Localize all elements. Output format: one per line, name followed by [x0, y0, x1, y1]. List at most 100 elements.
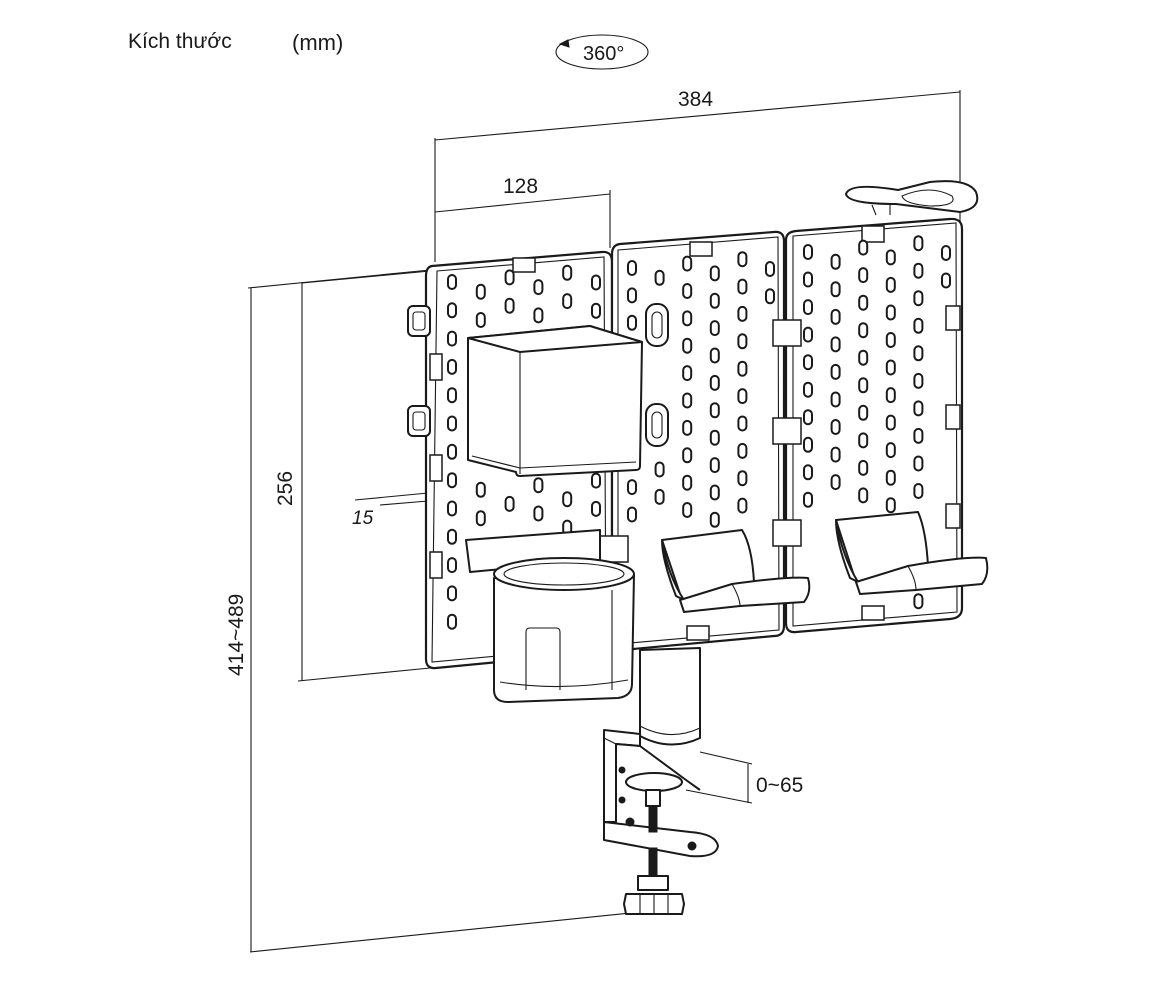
peg-hole — [858, 322, 869, 339]
peg-hole — [447, 387, 457, 404]
peg-hole — [913, 483, 924, 499]
peg-hole — [447, 500, 457, 517]
peg-hole — [830, 336, 841, 353]
peg-hole — [709, 457, 720, 474]
peg-hole — [737, 388, 748, 405]
peg-hole — [654, 488, 665, 505]
peg-hole — [627, 506, 637, 523]
peg-hole — [533, 279, 544, 296]
peg-hole — [682, 365, 693, 382]
peg-hole — [913, 262, 924, 279]
peg-hole — [885, 469, 896, 486]
peg-hole — [709, 484, 720, 501]
peg-hole — [737, 497, 748, 514]
unit-label: (mm) — [292, 30, 343, 55]
peg-hole — [941, 272, 951, 289]
peg-hole — [591, 500, 601, 517]
peg-hole — [737, 333, 748, 350]
peg-hole — [803, 436, 813, 453]
clamp-range-label: 0~65 — [756, 774, 803, 797]
total-width-label: 384 — [678, 88, 713, 111]
peg-hole — [885, 414, 896, 431]
peg-hole — [830, 391, 841, 408]
phone-holder — [661, 529, 811, 613]
peg-hole — [627, 314, 637, 331]
peg-hole — [682, 283, 693, 299]
panel-connectors — [429, 225, 961, 641]
peg-hole — [830, 446, 841, 463]
peg-hole — [447, 274, 457, 290]
peg-hole — [709, 265, 720, 282]
cable-clip — [645, 403, 669, 447]
peg-hole — [682, 502, 693, 518]
storage-box — [467, 325, 643, 477]
peg-hole — [885, 332, 896, 348]
peg-hole — [913, 455, 924, 472]
peg-hole — [913, 235, 924, 252]
peg-hole — [504, 297, 515, 314]
peg-hole — [627, 479, 637, 496]
peg-hole — [447, 613, 457, 630]
peg-hole — [533, 307, 544, 324]
peg-hole — [858, 239, 869, 256]
peg-hole — [858, 432, 869, 449]
peg-hole — [803, 244, 813, 260]
peg-hole — [858, 459, 869, 476]
peg-hole — [562, 491, 573, 508]
peg-hole — [447, 443, 457, 460]
peg-hole — [533, 477, 544, 494]
peg-hole — [830, 253, 841, 270]
peg-hole — [737, 470, 748, 487]
peg-hole — [803, 491, 813, 508]
peg-hole — [803, 464, 813, 481]
peg-hole — [591, 472, 601, 489]
peg-hole — [447, 302, 457, 319]
peg-hole — [830, 474, 841, 491]
peg-hole — [858, 349, 869, 366]
peg-hole — [627, 260, 637, 276]
peg-hole — [737, 415, 748, 432]
panel-height-label: 256 — [274, 471, 297, 506]
peg-hole — [504, 269, 515, 286]
peg-hole — [682, 447, 693, 464]
peg-hole — [830, 419, 841, 435]
tilt-label: 15 — [352, 508, 374, 529]
peg-hole — [447, 585, 457, 602]
peg-hole — [682, 474, 693, 491]
peg-hole — [682, 392, 693, 409]
peg-hole — [591, 302, 601, 319]
peg-hole — [682, 337, 693, 354]
peg-hole — [830, 308, 841, 325]
peg-hole — [803, 354, 813, 371]
title-label: Kích thước — [128, 30, 232, 53]
peg-hole — [803, 326, 813, 343]
total-height-label: 414~489 — [225, 594, 248, 676]
peg-hole — [475, 481, 486, 498]
peg-hole — [709, 511, 720, 528]
peg-hole — [913, 400, 924, 417]
peg-hole — [765, 261, 775, 277]
peg-hole — [885, 249, 896, 266]
peg-hole — [830, 281, 841, 298]
peg-hole — [941, 245, 951, 261]
peg-hole — [709, 374, 720, 391]
peg-hole — [913, 427, 924, 444]
peg-hole — [447, 472, 457, 489]
peg-hole — [737, 442, 748, 459]
peg-hole — [885, 387, 896, 404]
peg-hole — [737, 278, 748, 295]
dimension-total-height: 414~489 — [225, 269, 641, 953]
peg-hole — [913, 593, 924, 610]
rotation-label: 360° — [583, 43, 624, 65]
peg-hole — [682, 255, 693, 272]
peg-hole — [858, 377, 869, 394]
peg-hole — [533, 505, 544, 522]
peg-hole — [913, 372, 924, 389]
dimension-clamp-range: 0~65 — [685, 751, 803, 804]
peg-hole — [913, 317, 924, 334]
peg-hole — [858, 267, 869, 284]
cable-clip — [645, 303, 669, 347]
peg-hole — [858, 294, 869, 311]
peg-hole — [913, 345, 924, 362]
headset-hook — [845, 180, 979, 216]
